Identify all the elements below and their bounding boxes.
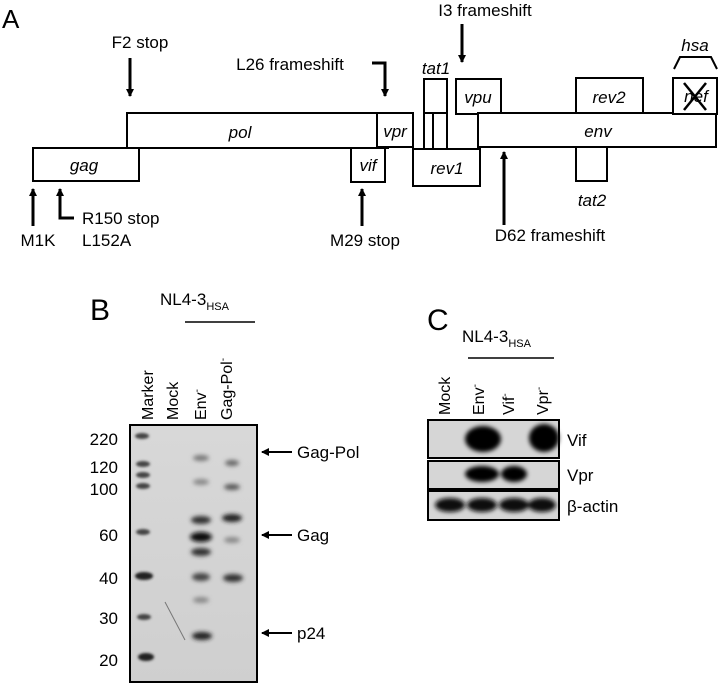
vpr-label: vpr xyxy=(383,122,408,141)
tat1-box xyxy=(423,78,448,117)
tat1-lower-box xyxy=(423,112,448,150)
lane-c-vpr: Vpr- xyxy=(534,387,552,415)
band-gag-label: Gag xyxy=(297,526,329,545)
rev2-box xyxy=(575,77,644,114)
rev1-box xyxy=(412,148,481,187)
gel-b xyxy=(129,424,258,683)
mw-20: 20 xyxy=(99,651,118,670)
l26-frameshift-label: L26 frameshift xyxy=(236,55,344,74)
env-label: env xyxy=(584,122,613,141)
blot-c-strip-vpr xyxy=(427,460,560,490)
vpu-box xyxy=(455,78,502,115)
panel-c-label: C xyxy=(427,304,449,337)
l152a-label: L152A xyxy=(82,231,132,250)
vpu-label: vpu xyxy=(464,88,492,107)
tat2-box xyxy=(575,146,608,182)
panel-a-label: A xyxy=(2,4,20,34)
band-p24-label: p24 xyxy=(297,624,325,643)
vif-box xyxy=(350,147,386,183)
genome-map xyxy=(32,56,718,187)
nef-label: nef xyxy=(684,87,710,106)
blot-b-virus-label: NL4-3HSA xyxy=(160,290,230,313)
pol-box xyxy=(126,112,389,149)
r150-stop-arrow xyxy=(56,188,74,220)
blot-c-strip-vif xyxy=(427,419,560,459)
gag-box xyxy=(32,147,140,182)
mw-40: 40 xyxy=(99,569,118,588)
tat1-label: tat1 xyxy=(422,59,450,78)
blot-c-strip-actin xyxy=(427,490,560,521)
lane-b-marker: Marker xyxy=(140,370,157,420)
i3-frameshift-label: I3 frameshift xyxy=(438,1,532,20)
lane-c-vif: Vif- xyxy=(500,393,518,415)
d62-frameshift-label: D62 frameshift xyxy=(495,226,606,245)
lane-b-env: Env- xyxy=(192,389,210,420)
pol-label: pol xyxy=(228,123,253,142)
vpr-box xyxy=(376,112,414,148)
mw-30: 30 xyxy=(99,609,118,628)
strip-actin-label: β-actin xyxy=(567,497,618,516)
lane-c-mock: Mock xyxy=(437,376,454,415)
strip-vpr-label: Vpr xyxy=(567,466,594,485)
lane-c-env: Env- xyxy=(470,384,488,415)
rev2-label: rev2 xyxy=(592,88,626,107)
panel-b-label: B xyxy=(90,294,110,327)
strip-vif-label: Vif xyxy=(567,431,587,450)
mw-60: 60 xyxy=(99,526,118,545)
mw-220: 220 xyxy=(90,430,118,449)
rev1-label: rev1 xyxy=(430,159,463,178)
gag-label: gag xyxy=(70,156,99,175)
lane-b-mock: Mock xyxy=(165,381,182,420)
f2-stop-label: F2 stop xyxy=(112,33,169,52)
mw-120: 120 xyxy=(90,458,118,477)
blot-c-virus-label: NL4-3HSA xyxy=(462,327,532,350)
m29-stop-label: M29 stop xyxy=(330,231,400,250)
vif-label: vif xyxy=(360,156,379,175)
mw-100: 100 xyxy=(90,480,118,499)
env-box xyxy=(477,112,717,148)
tat2-label: tat2 xyxy=(578,191,607,210)
band-gagpol-label: Gag-Pol xyxy=(297,443,359,462)
l26-frameshift-arrow xyxy=(372,61,389,97)
m1k-label: M1K xyxy=(21,231,57,250)
r150-stop-label: R150 stop xyxy=(82,209,160,228)
lane-b-gagpol: Gag-Pol- xyxy=(218,358,236,420)
hsa-label: hsa xyxy=(681,36,708,55)
